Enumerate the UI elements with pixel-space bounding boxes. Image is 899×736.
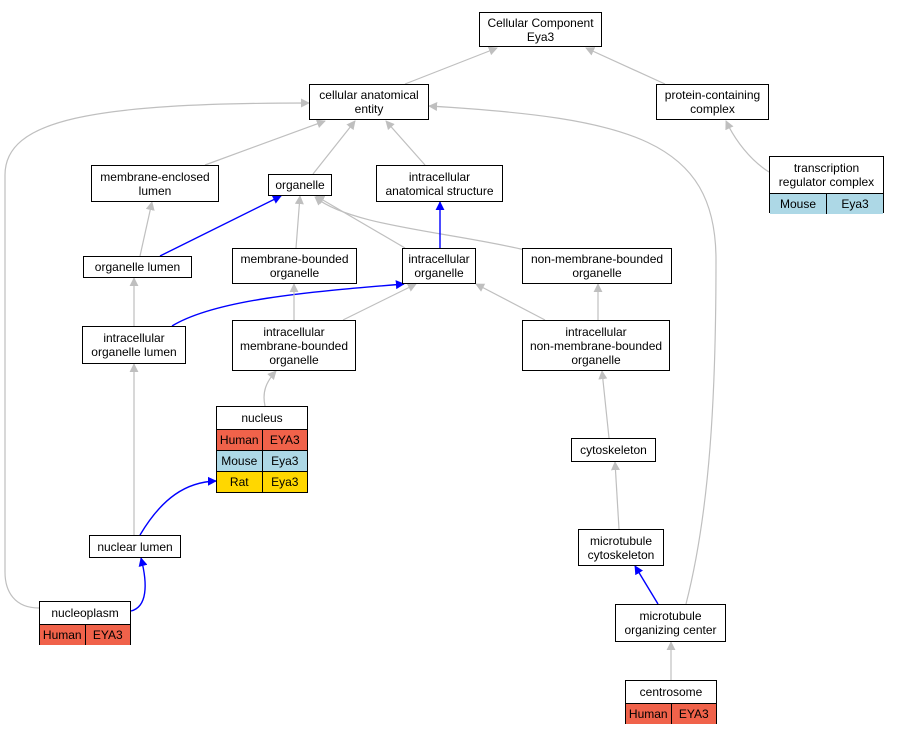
edge-intracellular-membrane-bounded-organelle-to-intracellular-organelle (342, 283, 417, 321)
node-label: Cellular Component Eya3 (487, 15, 594, 44)
edge-transcription-regulator-complex-to-protein-containing-complex (725, 120, 770, 173)
edge-cellular-anatomical-entity-to-root (404, 46, 498, 85)
node-membrane-enclosed-lumen[interactable]: membrane-enclosed lumen (91, 165, 219, 202)
ortholog-row: Mouse Eya3 (770, 193, 883, 214)
node-label: intracellular non-membrane-bounded organ… (529, 324, 663, 367)
node-membrane-bounded-organelle[interactable]: membrane-bounded organelle (232, 248, 357, 284)
node-intracellular-organelle[interactable]: intracellular organelle (402, 248, 476, 284)
node-transcription-regulator-complex[interactable]: transcription regulator complex Mouse Ey… (769, 156, 884, 214)
node-microtubule-organizing-center[interactable]: microtubule organizing center (615, 604, 726, 642)
edge-nuclear-lumen-to-nucleus (139, 476, 217, 536)
node-label: centrosome (639, 685, 703, 699)
node-label: cellular anatomical entity (319, 88, 419, 116)
node-label: intracellular anatomical structure (385, 169, 494, 198)
node-label: organelle lumen (94, 260, 181, 274)
node-cellular-component[interactable]: Cellular Component Eya3 (479, 12, 602, 47)
node-intracellular-non-membrane-bounded-organelle[interactable]: intracellular non-membrane-bounded organ… (522, 320, 670, 371)
node-non-membrane-bounded-organelle[interactable]: non-membrane-bounded organelle (522, 248, 672, 284)
node-label: nucleus (241, 411, 283, 425)
species-cell: Rat (217, 472, 262, 492)
node-label: nucleoplasm (51, 606, 119, 620)
node-protein-containing-complex[interactable]: protein-containing complex (656, 84, 769, 120)
edge-membrane-enclosed-lumen-to-cellular-anatomical-entity (204, 119, 326, 166)
node-label: cytoskeleton (580, 443, 647, 457)
edge-organelle-to-cellular-anatomical-entity (312, 120, 356, 175)
node-label: nuclear lumen (97, 539, 173, 554)
node-organelle-lumen[interactable]: organelle lumen (83, 256, 192, 278)
edge-microtubule-organizing-center-to-microtubule-cytoskeleton (634, 565, 659, 605)
node-organelle[interactable]: organelle (268, 174, 332, 196)
edge-intracellular-non-membrane-bounded-organelle-to-intracellular-organelle (475, 283, 546, 321)
species-cell: Human (626, 704, 671, 724)
node-intracellular-membrane-bounded-organelle[interactable]: intracellular membrane-bounded organelle (232, 320, 356, 371)
edge-organelle-lumen-to-membrane-enclosed-lumen (139, 201, 155, 257)
species-cell: Mouse (770, 194, 826, 214)
edge-membrane-bounded-organelle-to-organelle (294, 195, 304, 249)
gene-cell: EYA3 (261, 430, 307, 450)
node-label: membrane-bounded organelle (240, 252, 349, 280)
ortholog-row: Human EYA3 (626, 703, 716, 724)
node-label: protein-containing complex (664, 88, 761, 116)
node-label: intracellular organelle (408, 252, 470, 280)
species-cell: Human (40, 625, 85, 645)
node-microtubule-cytoskeleton[interactable]: microtubule cytoskeleton (578, 529, 664, 566)
gene-cell: Eya3 (261, 472, 307, 492)
edge-cytoskeleton-to-intracellular-non-membrane-bounded-organelle (598, 370, 610, 439)
edge-protein-containing-complex-to-root (585, 47, 666, 85)
gene-cell: EYA3 (84, 625, 130, 645)
node-cellular-anatomical-entity[interactable]: cellular anatomical entity (309, 84, 429, 120)
node-intracellular-organelle-lumen[interactable]: intracellular organelle lumen (82, 326, 186, 364)
edge-nucleus-to-intracellular-membrane-bounded-organelle (263, 370, 277, 407)
node-intracellular-anatomical-structure[interactable]: intracellular anatomical structure (376, 165, 503, 202)
edge-nucleoplasm-to-cellular-anatomical-entity (4, 98, 310, 609)
edge-non-membrane-bounded-organelle-to-organelle (314, 196, 526, 251)
node-label: intracellular organelle lumen (91, 331, 177, 359)
gene-cell: Eya3 (261, 451, 307, 471)
species-cell: Mouse (217, 451, 262, 471)
node-label: organelle (275, 178, 325, 192)
ortholog-row: Human EYA3 (217, 429, 307, 450)
node-label: intracellular membrane-bounded organelle (239, 324, 349, 367)
node-label: microtubule cytoskeleton (587, 533, 655, 562)
ortholog-row: Human EYA3 (40, 624, 130, 645)
species-cell: Human (217, 430, 262, 450)
node-label: transcription regulator complex (778, 161, 875, 189)
node-cytoskeleton[interactable]: cytoskeleton (571, 438, 656, 462)
node-label: microtubule organizing center (624, 609, 717, 637)
edge-intracellular-organelle-lumen-to-intracellular-organelle (171, 280, 405, 327)
edge-microtubule-cytoskeleton-to-cytoskeleton (610, 461, 620, 530)
edge-intracellular-organelle-to-organelle (315, 195, 406, 249)
node-nucleus[interactable]: nucleus Human EYA3 Mouse Eya3 Rat Eya3 (216, 406, 308, 493)
node-nuclear-lumen[interactable]: nuclear lumen (89, 535, 181, 558)
ortholog-row: Mouse Eya3 (217, 450, 307, 471)
node-label: membrane-enclosed lumen (100, 169, 210, 198)
edge-microtubule-organizing-center-to-cellular-anatomical-entity (428, 101, 717, 605)
gene-cell: Eya3 (826, 194, 883, 214)
edge-organelle-lumen-to-organelle (159, 195, 282, 257)
edge-nucleoplasm-to-nuclear-lumen (130, 557, 148, 612)
node-nucleoplasm[interactable]: nucleoplasm Human EYA3 (39, 601, 131, 645)
edge-intracellular-anatomical-structure-to-cellular-anatomical-entity (385, 120, 426, 166)
ortholog-row: Rat Eya3 (217, 471, 307, 492)
node-centrosome[interactable]: centrosome Human EYA3 (625, 680, 717, 724)
node-label: non-membrane-bounded organelle (530, 252, 664, 280)
gene-cell: EYA3 (670, 704, 716, 724)
